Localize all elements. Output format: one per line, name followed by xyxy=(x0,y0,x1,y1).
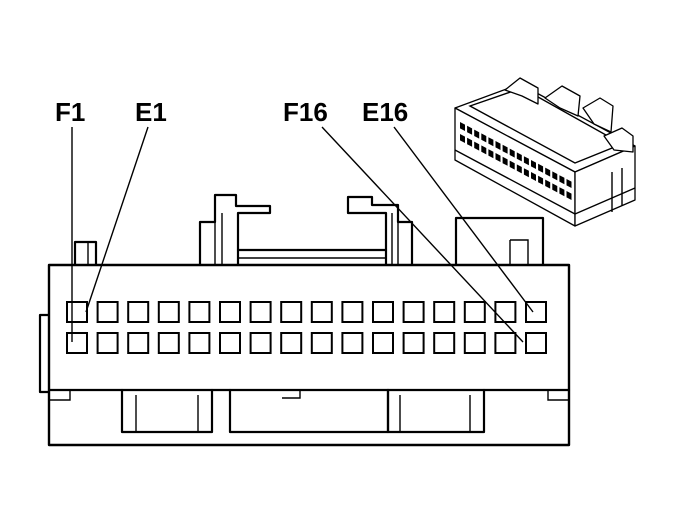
isometric-cavity xyxy=(538,163,544,173)
label-e1: E1 xyxy=(135,97,167,127)
leader-lines xyxy=(71,126,534,343)
cavity-f8 xyxy=(280,332,303,354)
isometric-cavity xyxy=(545,179,551,189)
cavity-e2 xyxy=(96,301,119,323)
label-f1: F1 xyxy=(55,97,85,127)
leader-line-f16 xyxy=(321,126,524,343)
cavity-e7 xyxy=(249,301,272,323)
cavity-f9 xyxy=(310,332,333,354)
cavity-f15 xyxy=(494,332,517,354)
leader-line-e16 xyxy=(393,126,534,313)
isometric-cavity xyxy=(531,172,536,181)
isometric-cavity xyxy=(559,175,565,185)
isometric-cavity xyxy=(460,122,465,131)
isometric-cavity xyxy=(467,137,473,147)
cavity-f5 xyxy=(188,332,211,354)
cavity-e9 xyxy=(310,301,333,323)
isometric-cavity xyxy=(460,134,465,143)
isometric-cavity xyxy=(523,156,529,166)
cavity-f10 xyxy=(341,332,364,354)
isometric-cavity xyxy=(552,171,558,181)
isometric-cavity xyxy=(531,160,536,169)
cavity-e13 xyxy=(433,301,456,323)
isometric-cavity xyxy=(509,148,515,158)
cavity-e3 xyxy=(127,301,150,323)
cavity-f2 xyxy=(96,332,119,354)
isometric-cavity-grid xyxy=(460,122,572,200)
isometric-cavity xyxy=(566,179,572,188)
isometric-cavity xyxy=(559,187,565,197)
cavity-f6 xyxy=(219,332,241,354)
cavity-f16 xyxy=(525,332,547,354)
isometric-cavity xyxy=(516,164,522,174)
isometric-cavity xyxy=(523,168,529,178)
cavity-f3 xyxy=(127,332,150,354)
cavity-e11 xyxy=(372,301,394,323)
cavity-e4 xyxy=(157,301,180,323)
cavity-f1 xyxy=(66,332,88,354)
cavity-f11 xyxy=(372,332,394,354)
cavity-f7 xyxy=(249,332,272,354)
label-f16: F16 xyxy=(283,97,328,127)
isometric-cavity xyxy=(474,129,480,139)
cavity-e15 xyxy=(494,301,517,323)
cavity-e8 xyxy=(280,301,303,323)
isometric-cavity xyxy=(481,145,487,155)
isometric-cavity xyxy=(545,167,551,177)
isometric-cavity xyxy=(566,191,572,200)
cavity-e10 xyxy=(341,301,364,323)
cavity-e5 xyxy=(188,301,211,323)
isometric-cavity xyxy=(474,141,480,151)
isometric-cavity xyxy=(495,153,501,162)
connector-isometric-view xyxy=(454,77,636,227)
cavity-e6 xyxy=(219,301,241,323)
connector-front-view xyxy=(38,193,571,447)
cavity-grid xyxy=(66,301,547,354)
isometric-cavity xyxy=(502,156,508,166)
leader-line-e1 xyxy=(85,126,149,313)
cavity-e16 xyxy=(525,301,547,323)
isometric-cavity xyxy=(502,144,508,154)
isometric-cavity xyxy=(495,141,501,150)
isometric-cavity xyxy=(481,133,487,143)
isometric-cavity xyxy=(509,160,515,170)
isometric-cavity xyxy=(516,152,522,162)
isometric-cavity xyxy=(488,137,494,147)
cavity-f4 xyxy=(157,332,180,354)
cavity-f12 xyxy=(402,332,425,354)
isometric-cavity xyxy=(488,149,494,159)
cavity-e12 xyxy=(402,301,425,323)
pin-labels: F1 E1 F16 E16 xyxy=(55,97,408,127)
label-e16: E16 xyxy=(362,97,408,127)
isometric-cavity xyxy=(552,183,558,193)
isometric-cavity xyxy=(467,125,473,135)
cavity-e14 xyxy=(463,301,486,323)
cavity-e1 xyxy=(66,301,88,323)
isometric-cavity xyxy=(538,175,544,185)
cavity-f14 xyxy=(463,332,486,354)
cavity-f13 xyxy=(433,332,456,354)
